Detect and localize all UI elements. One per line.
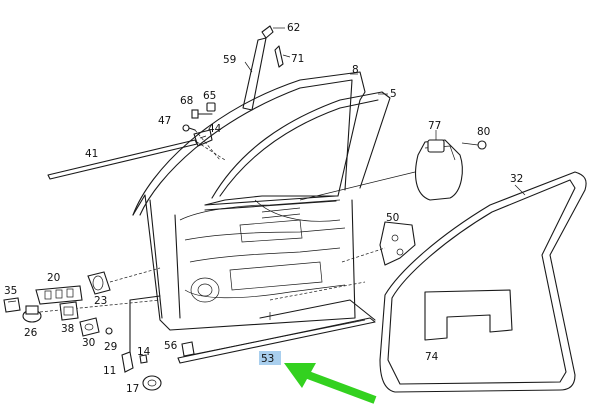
part-14-screw xyxy=(139,354,148,364)
label-59: 59 xyxy=(223,54,236,66)
part-30-pad xyxy=(79,317,100,337)
label-44: 44 xyxy=(208,123,222,135)
part-29-screw xyxy=(105,327,113,335)
part-65-nut xyxy=(206,102,216,112)
highlight-part-53[interactable]: 53 xyxy=(259,351,281,365)
door-shell xyxy=(132,71,391,331)
label-8: 8 xyxy=(352,64,359,76)
part-26-bolt xyxy=(22,305,42,323)
part-62-trim xyxy=(261,25,274,39)
part-23-handle-bracket xyxy=(87,267,161,295)
part-47-screw xyxy=(182,124,196,132)
label-62: 62 xyxy=(287,22,300,34)
label-80: 80 xyxy=(477,126,490,138)
green-arrow xyxy=(284,363,377,404)
label-38: 38 xyxy=(61,323,74,335)
part-11-rod xyxy=(121,295,161,373)
clip-row xyxy=(269,281,366,301)
cable-line xyxy=(299,171,416,201)
label-17: 17 xyxy=(126,383,139,395)
label-23: 23 xyxy=(94,295,107,307)
part-32-door-seal xyxy=(379,171,587,393)
part-17-plug xyxy=(142,375,162,391)
part-labels: 62 59 71 8 5 68 65 47 44 41 77 80 32 50 … xyxy=(4,22,523,395)
label-56: 56 xyxy=(164,340,178,352)
label-53: 53 xyxy=(261,353,274,365)
label-74: 74 xyxy=(425,351,439,363)
label-77: 77 xyxy=(428,120,441,132)
label-65: 65 xyxy=(203,90,216,102)
label-14: 14 xyxy=(137,346,151,358)
label-5: 5 xyxy=(390,88,397,100)
part-80-fastener xyxy=(461,140,487,150)
label-68: 68 xyxy=(180,95,193,107)
part-56-clip xyxy=(181,341,195,357)
part-74-sheet xyxy=(424,289,513,341)
label-20: 20 xyxy=(47,272,60,284)
label-50: 50 xyxy=(386,212,399,224)
label-32: 32 xyxy=(510,173,523,185)
part-71-clip xyxy=(274,45,284,68)
label-35: 35 xyxy=(4,285,17,297)
highlight-box xyxy=(259,351,281,365)
part-20-lock-cylinder xyxy=(35,285,83,305)
label-47: 47 xyxy=(158,115,171,127)
part-50-bracket xyxy=(341,221,416,266)
part-53-sill-strip xyxy=(177,299,376,364)
label-41: 41 xyxy=(85,148,98,160)
label-11: 11 xyxy=(103,365,116,377)
part-35-cap xyxy=(3,297,21,313)
label-71: 71 xyxy=(291,53,304,65)
label-26: 26 xyxy=(24,327,38,339)
label-30: 30 xyxy=(82,337,95,349)
part-59-pillar-trim xyxy=(242,37,267,111)
part-68-screw xyxy=(191,109,213,119)
part-44-bracket xyxy=(193,129,213,147)
part-41-belt-molding xyxy=(47,139,226,180)
part-77-cover xyxy=(415,130,463,201)
part-38-block xyxy=(59,301,79,321)
label-29: 29 xyxy=(104,341,117,353)
